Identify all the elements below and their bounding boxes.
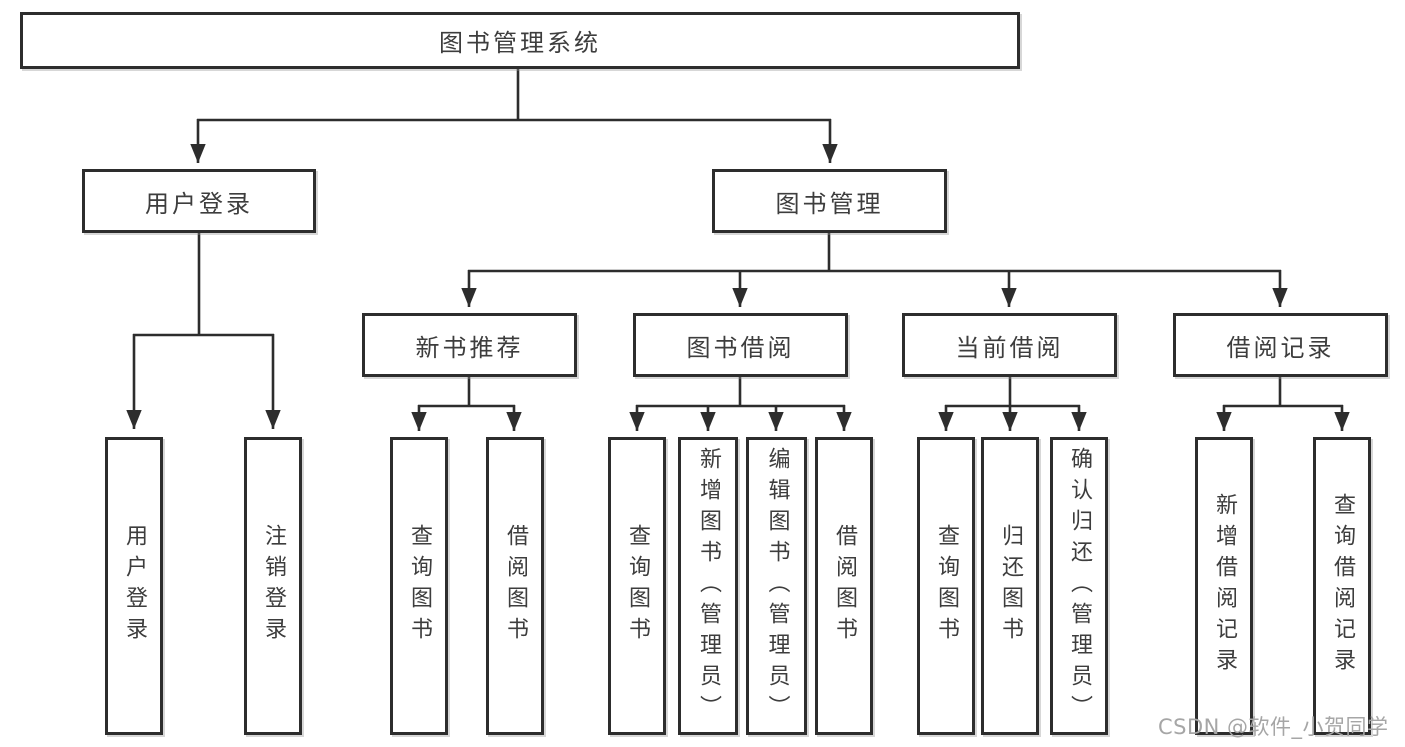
node-current-borrowing: 当前借阅 [902, 313, 1117, 377]
leaf-cb-query-books: 查询图书 [917, 437, 975, 735]
leaf-bb-add-books-admin-label: 新增图书（管理员） [696, 446, 721, 726]
csdn-watermark: CSDN @软件_小贺同学 [1158, 715, 1389, 739]
leaf-nbr-borrow-books: 借阅图书 [486, 437, 544, 735]
node-borrowing-records: 借阅记录 [1173, 313, 1388, 377]
leaf-bb-borrow-books-label: 借阅图书 [832, 524, 857, 648]
leaf-br-add-borrow-record-label: 新增借阅记录 [1212, 493, 1237, 679]
leaf-bb-query-books-label: 查询图书 [625, 524, 650, 648]
leaf-cb-query-books-label: 查询图书 [934, 524, 959, 648]
leaf-bb-borrow-books: 借阅图书 [815, 437, 873, 735]
leaf-user-login-label: 用户登录 [122, 524, 147, 648]
leaf-logout-login: 注销登录 [244, 437, 302, 735]
node-new-book-recommendation: 新书推荐 [362, 313, 577, 377]
leaf-cb-confirm-return-admin: 确认归还（管理员） [1050, 437, 1108, 735]
leaf-cb-return-books-label: 归还图书 [998, 524, 1023, 648]
leaf-bb-add-books-admin: 新增图书（管理员） [678, 437, 738, 735]
node-book-management: 图书管理 [712, 169, 947, 233]
leaf-user-login: 用户登录 [105, 437, 163, 735]
leaf-nbr-borrow-books-label: 借阅图书 [503, 524, 528, 648]
node-library-management-system: 图书管理系统 [20, 12, 1020, 69]
leaf-cb-confirm-return-admin-label: 确认归还（管理员） [1067, 446, 1092, 726]
node-book-borrowing: 图书借阅 [633, 313, 848, 377]
leaf-nbr-query-books: 查询图书 [390, 437, 448, 735]
leaf-br-query-borrow-record: 查询借阅记录 [1313, 437, 1371, 735]
leaf-br-query-borrow-record-label: 查询借阅记录 [1330, 493, 1355, 679]
node-user-login: 用户登录 [82, 169, 316, 233]
leaf-nbr-query-books-label: 查询图书 [407, 524, 432, 648]
leaf-bb-edit-books-admin: 编辑图书（管理员） [746, 437, 807, 735]
leaf-bb-edit-books-admin-label: 编辑图书（管理员） [764, 446, 790, 726]
leaf-bb-query-books: 查询图书 [608, 437, 666, 735]
leaf-logout-login-label: 注销登录 [261, 524, 286, 648]
leaf-cb-return-books: 归还图书 [981, 437, 1039, 735]
leaf-br-add-borrow-record: 新增借阅记录 [1195, 437, 1253, 735]
